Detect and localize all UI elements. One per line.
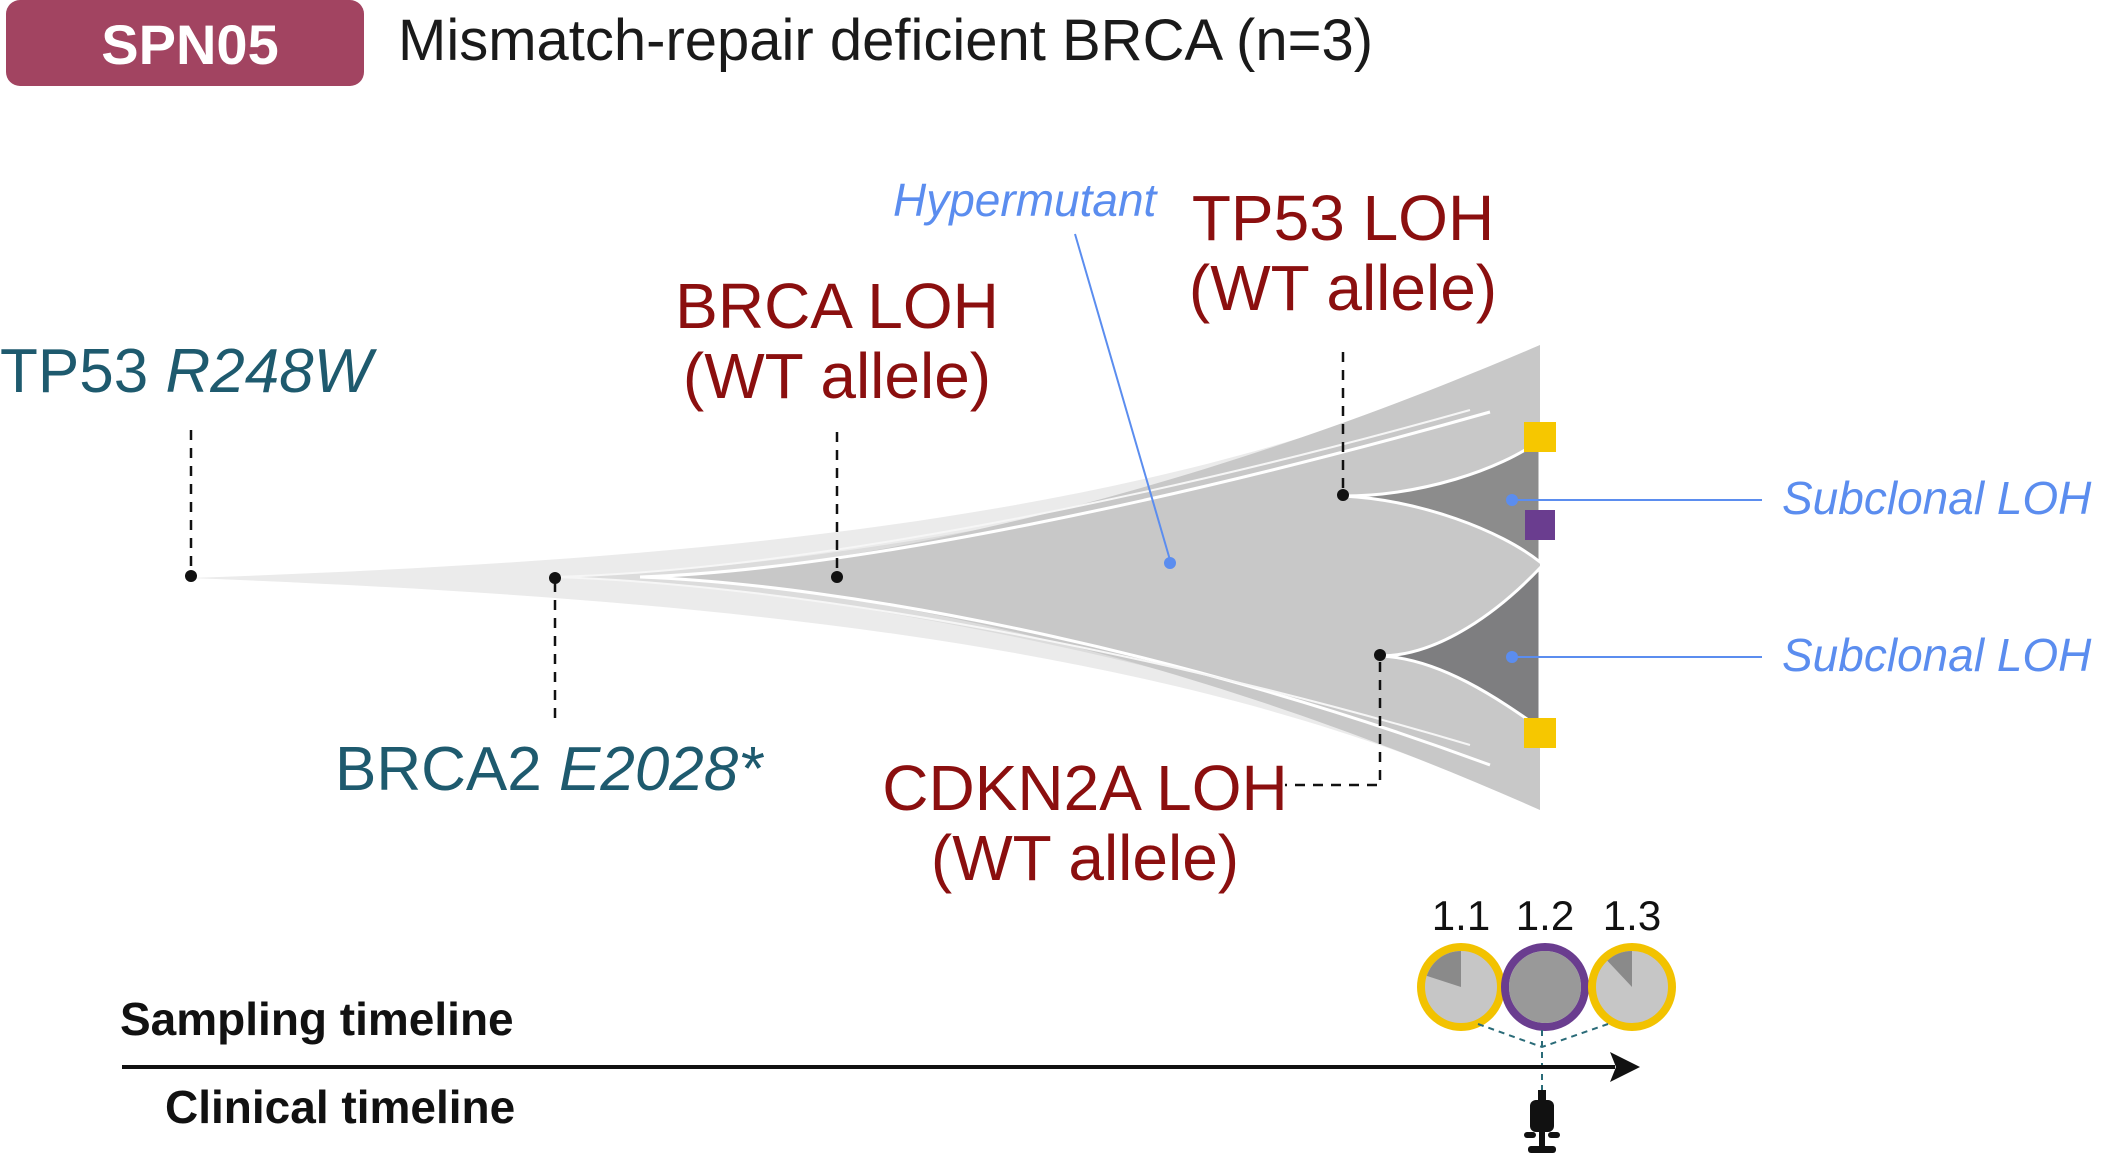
tp53-loh-event-dot xyxy=(1337,489,1349,501)
clone-hypermutant xyxy=(640,345,1540,810)
timeline: Sampling timeline Clinical timeline xyxy=(120,993,1640,1153)
page-title: Mismatch-repair deficient BRCA (n=3) xyxy=(398,8,1373,73)
brca2-driver-label: BRCA2 E2028* xyxy=(335,735,764,804)
patient-badge-label: SPN05 xyxy=(101,13,278,76)
brca-loh-label-line2: (WT allele) xyxy=(683,340,991,412)
subclonal-loh-top-dot xyxy=(1506,494,1518,506)
tp53-loh-label-line1: TP53 LOH xyxy=(1192,182,1494,254)
brca-loh-event-dot xyxy=(831,571,843,583)
clonal-evolution-plot xyxy=(190,345,1556,810)
sample-label-1-2: 1.2 xyxy=(1516,892,1574,939)
hypermutant-label: Hypermutant xyxy=(893,174,1159,226)
sample-marker-1-2 xyxy=(1525,510,1555,540)
cdkn2a-loh-label-line1: CDKN2A LOH xyxy=(882,752,1287,824)
hypermutant-dot xyxy=(1164,557,1176,569)
sample-pie-slice xyxy=(1426,951,1461,987)
sampling-timeline-label: Sampling timeline xyxy=(120,993,514,1045)
clone-border-top xyxy=(639,410,1491,579)
cdkn2a-loh-leader-line xyxy=(1285,662,1382,787)
tp53-driver-label: TP53 R248W xyxy=(0,337,378,406)
cdkn2a-loh-event-dot xyxy=(1374,649,1386,661)
sample-label-1-3: 1.3 xyxy=(1603,892,1661,939)
sample-pie-1-3 xyxy=(1588,943,1676,1031)
subclone-cdkn2a-loh xyxy=(1379,564,1542,731)
clone-border-outer-top xyxy=(554,409,1471,578)
event-markers xyxy=(185,352,1386,787)
biopsy-syringe-icon xyxy=(1524,1090,1560,1153)
brca2-event-dot xyxy=(549,572,561,584)
cdkn2a-loh-label-line2: (WT allele) xyxy=(931,822,1239,894)
clone-border-outer-bottom xyxy=(554,576,1471,746)
subclonal-loh-top-label: Subclonal LOH xyxy=(1782,472,2092,524)
sample-pie-1-1 xyxy=(1417,943,1505,1031)
patient-badge xyxy=(6,0,364,86)
clinical-timeline-label: Clinical timeline xyxy=(165,1081,515,1133)
tp53-loh-label-line2: (WT allele) xyxy=(1189,252,1497,324)
brca-loh-label-line1: BRCA LOH xyxy=(675,270,999,342)
tp53-event-dot xyxy=(185,570,197,582)
subclonal-loh-bottom-dot xyxy=(1506,651,1518,663)
sample-marker-1-1 xyxy=(1524,422,1556,452)
subclonal-loh-bottom-label: Subclonal LOH xyxy=(1782,629,2092,681)
sample-pie-1-2 xyxy=(1501,943,1589,1031)
header: SPN05 Mismatch-repair deficient BRCA (n=… xyxy=(6,0,1373,86)
sample-pies: 1.1 1.2 1.3 xyxy=(1417,892,1676,1100)
sample-label-1-1: 1.1 xyxy=(1432,892,1490,939)
annotations: Hypermutant Subclonal LOH Subclonal LOH xyxy=(893,174,2092,681)
hypermutant-pointer xyxy=(1074,233,1171,561)
clone-border-bottom xyxy=(639,575,1491,767)
sample-pie-slice xyxy=(1607,951,1632,987)
sample-marker-1-3 xyxy=(1524,718,1556,748)
timeline-arrowhead xyxy=(1610,1052,1640,1082)
event-labels: TP53 R248W BRCA2 E2028* BRCA LOH (WT all… xyxy=(0,182,1497,894)
sample-pie-slice xyxy=(1509,951,1581,1023)
